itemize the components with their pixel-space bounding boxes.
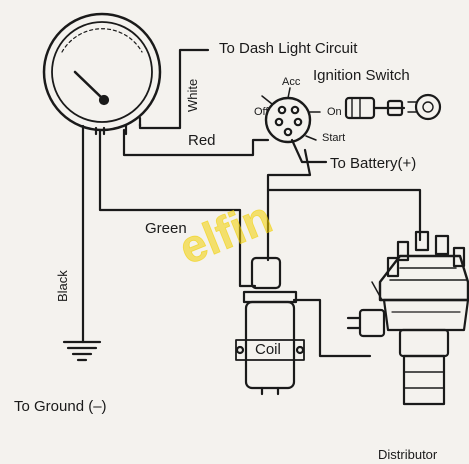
white-wire-label: White (185, 78, 200, 112)
ignition-coil (235, 256, 305, 396)
distributor (346, 230, 469, 406)
green-wire (98, 128, 257, 288)
ignition-switch-label: Ignition Switch (313, 67, 410, 84)
coil-to-distributor-wire (292, 298, 372, 358)
ignition-key-icon (344, 93, 442, 121)
black-wire-label: Black (55, 270, 70, 302)
off-label: Off (254, 106, 269, 118)
acc-label: Acc (282, 76, 301, 88)
dash-light-label: To Dash Light Circuit (219, 40, 358, 57)
distributor-label: Distributor (378, 447, 438, 462)
battery-wire (290, 138, 328, 164)
distributor-feed-wire (266, 188, 422, 242)
switch-to-coil-wire (266, 148, 312, 262)
red-wire (122, 128, 270, 157)
coil-label: Coil (255, 341, 281, 358)
green-wire-label: Green (145, 220, 187, 237)
ignition-switch (261, 87, 321, 144)
on-label: On (327, 106, 342, 118)
gauge-needle-icon (73, 70, 105, 101)
watermark-text: elfin (172, 191, 279, 275)
ground-icon (62, 340, 102, 362)
start-label: Start (322, 132, 346, 144)
red-wire-label: Red (188, 132, 216, 149)
ground-label: To Ground (–) (14, 398, 107, 415)
battery-label: To Battery(+) (330, 155, 417, 172)
gauge (42, 12, 162, 136)
white-wire (138, 48, 210, 130)
